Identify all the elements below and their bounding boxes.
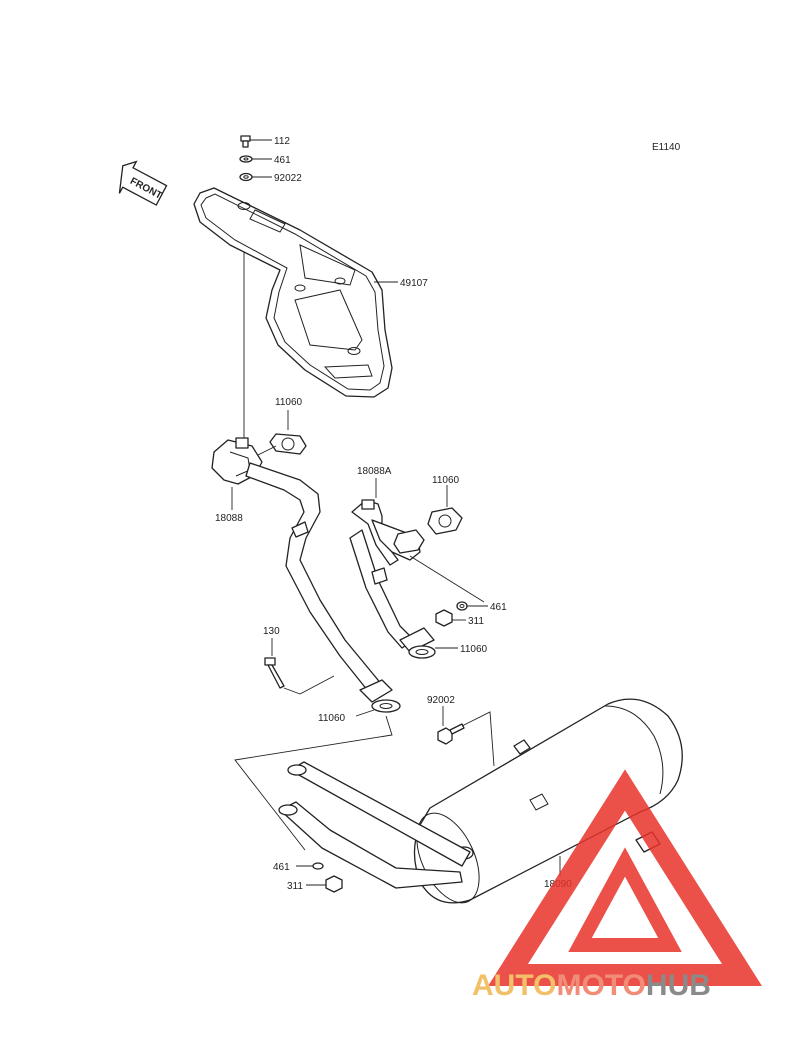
exhaust-pipe-18088 [211,437,393,703]
nut-311-bottom [325,875,343,893]
label-461-mid: 461 [490,602,507,613]
bolt-92002 [437,723,465,745]
washer-92022 [239,172,253,182]
gasket-11060-d [371,699,401,713]
label-18088: 18088 [215,513,243,524]
heat-guard-49107 [193,187,393,398]
bolt-112 [240,135,251,148]
label-18088A: 18088A [357,466,392,477]
logo-text: AUTOMOTOHUB [472,969,711,1002]
label-11060-d: 11060 [318,713,346,724]
exhaust-pipe-18088A [349,499,435,653]
label-311-mid: 311 [468,616,484,627]
muffler-18090 [278,698,683,904]
gasket-11060-b [393,507,463,554]
label-461-top: 461 [274,155,291,166]
gasket-11060-a [269,433,307,455]
label-130: 130 [263,626,280,637]
gasket-11060-c [408,645,436,659]
label-311-bottom: 311 [287,881,303,892]
front-arrow-icon: FRONT [118,160,168,206]
nut-461-mid [456,601,468,611]
label-92022: 92022 [274,173,302,184]
label-11060-b: 11060 [432,475,460,486]
automotohub-logo [488,769,762,986]
bolt-130 [264,657,285,689]
label-92002: 92002 [427,695,455,706]
label-461-bottom: 461 [273,862,290,873]
diagram-code: E1140 [652,142,681,153]
washer-461-bottom [312,862,324,870]
label-11060-a: 11060 [275,397,303,408]
label-11060-c: 11060 [460,644,488,655]
washer-461-top [239,155,253,163]
label-49107: 49107 [400,278,428,289]
nut-311-mid [435,609,453,627]
label-112: 112 [274,136,290,147]
